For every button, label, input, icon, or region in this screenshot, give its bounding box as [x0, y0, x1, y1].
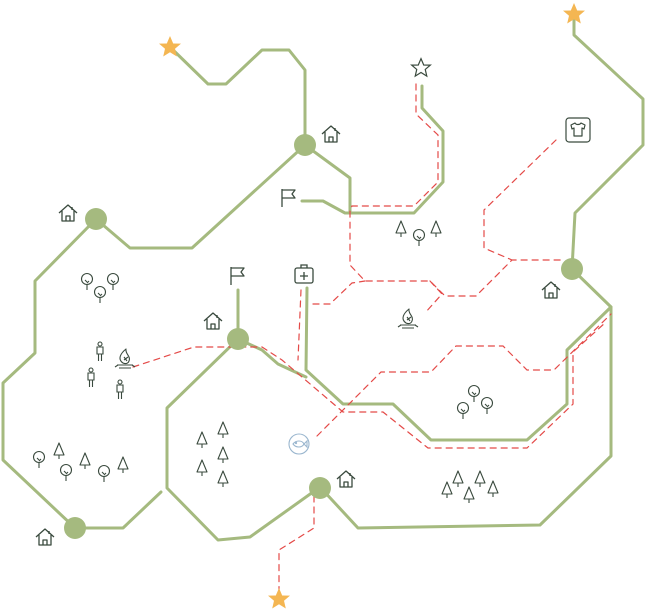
people-icon[interactable] — [116, 379, 124, 400]
campfire-icon[interactable] — [114, 348, 136, 369]
conifer-tree-icon — [53, 442, 65, 460]
dashed-route-shirt[interactable] — [483, 139, 557, 261]
conifer-tree-icon — [217, 470, 229, 488]
house-icon[interactable] — [321, 125, 341, 143]
house-icon[interactable] — [35, 528, 55, 546]
trail-west-loop[interactable] — [1, 217, 163, 530]
deciduous-tree-icon — [480, 396, 494, 415]
forest-northwest — [80, 272, 120, 304]
conifer-tree-icon — [395, 220, 407, 238]
deciduous-tree-icon — [32, 450, 46, 469]
forest-east — [456, 384, 494, 420]
conifer-tree-icon — [441, 481, 453, 499]
conifer-tree-icon — [474, 470, 486, 488]
conifer-tree-icon — [463, 486, 475, 504]
trail-node[interactable] — [227, 328, 249, 350]
campfires — [114, 308, 419, 369]
shirt-icon[interactable] — [565, 117, 591, 143]
deciduous-tree-icon — [106, 272, 120, 291]
trail-network — [1, 15, 645, 542]
conifer-tree-icon — [487, 480, 499, 498]
house-icon[interactable] — [58, 204, 78, 222]
star-icon[interactable] — [268, 588, 290, 609]
forest-center-conifers — [196, 421, 229, 488]
trail-node[interactable] — [309, 477, 331, 499]
dashed-route-firstaid-down[interactable] — [297, 289, 302, 361]
campfire-icon[interactable] — [397, 308, 419, 329]
flag-icon[interactable] — [281, 188, 296, 208]
trail-node[interactable] — [561, 258, 583, 280]
dashed-route-network — [132, 83, 612, 593]
trail-node[interactable] — [85, 208, 107, 230]
first-aid-icon[interactable] — [294, 264, 314, 284]
house-icon[interactable] — [541, 281, 561, 299]
dashed-route-fish[interactable] — [316, 313, 612, 437]
trail-firstaid-loop[interactable] — [304, 286, 613, 442]
people-icon[interactable] — [87, 367, 95, 388]
fish-icon[interactable] — [288, 433, 310, 455]
trail-northeast[interactable] — [570, 15, 645, 271]
people-group — [87, 341, 124, 400]
trail-flag-to-east[interactable] — [300, 84, 445, 215]
deciduous-tree-icon — [97, 464, 111, 483]
star-outline-icon[interactable] — [410, 57, 432, 78]
dashed-route-firstaid[interactable] — [312, 280, 366, 305]
trail-hub-to-center[interactable] — [303, 143, 352, 214]
forest-southwest — [32, 442, 129, 483]
deciduous-tree-icon — [80, 272, 94, 291]
flag-icon[interactable] — [230, 266, 245, 286]
deciduous-tree-icon — [456, 401, 470, 420]
dashed-route-north[interactable] — [349, 83, 566, 297]
trail-node[interactable] — [294, 134, 316, 156]
conifer-tree-icon — [196, 431, 208, 449]
conifer-tree-icon — [196, 459, 208, 477]
forest-southeast — [441, 470, 499, 504]
destination-stars — [159, 3, 585, 609]
deciduous-tree-icon — [59, 463, 73, 482]
trail-center-to-east[interactable] — [236, 337, 308, 379]
house-icon[interactable] — [203, 312, 223, 330]
conifer-tree-icon — [217, 446, 229, 464]
deciduous-tree-icon — [412, 228, 426, 247]
forest-north-center — [395, 220, 442, 247]
conifer-tree-icon — [79, 452, 91, 470]
trail-nodes — [64, 134, 583, 539]
dashed-route-south[interactable] — [278, 495, 315, 593]
deciduous-tree-icon — [467, 384, 481, 403]
people-icon[interactable] — [96, 341, 104, 362]
trail-hub-to-west[interactable] — [94, 143, 307, 250]
deciduous-tree-icon — [93, 285, 107, 304]
dashed-route-campfire[interactable] — [424, 280, 443, 314]
conifer-tree-icon — [217, 421, 229, 439]
house-icon[interactable] — [336, 470, 356, 488]
trail-northwest-to-hub[interactable] — [168, 45, 307, 147]
trail-node[interactable] — [64, 517, 86, 539]
dashed-route-west-east[interactable] — [132, 321, 607, 449]
houses — [35, 125, 561, 546]
conifer-tree-icon — [430, 220, 442, 238]
conifer-tree-icon — [117, 456, 129, 474]
conifer-tree-icon — [452, 470, 464, 488]
